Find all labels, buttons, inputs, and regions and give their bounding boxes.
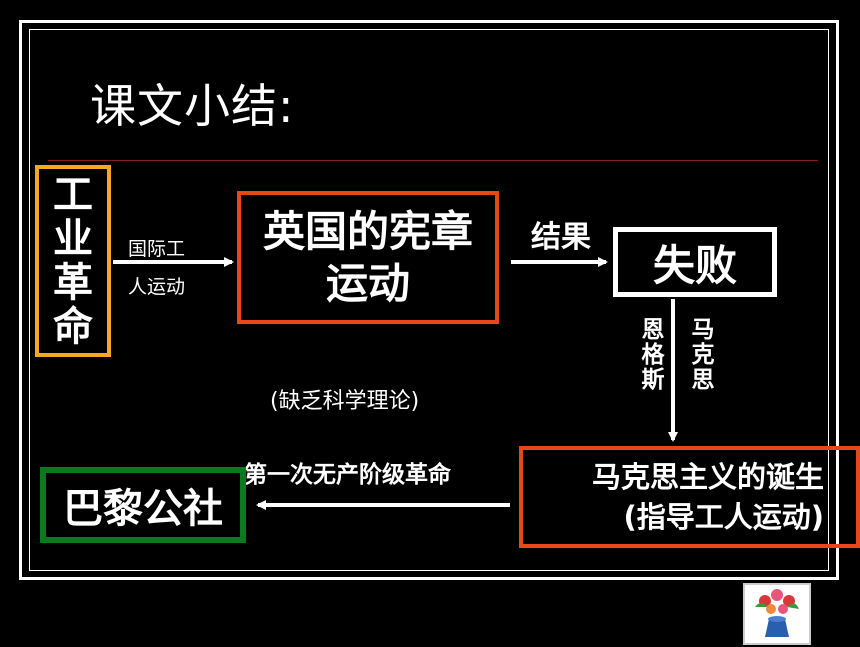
vertical-char: 斯	[641, 367, 665, 393]
node-line: 马克思主义的诞生	[591, 460, 824, 494]
edge-label-marx: 马 克 思	[690, 318, 716, 393]
vertical-char: 格	[641, 342, 665, 368]
title-divider	[48, 160, 818, 161]
node-char: 命	[53, 304, 93, 350]
inner-frame	[29, 29, 829, 571]
node-industrial-revolution: 工 业 革 命	[35, 165, 111, 357]
outer-frame	[19, 20, 839, 580]
node-char: 业	[53, 216, 93, 262]
vertical-char: 思	[691, 367, 715, 393]
node-char: 工	[53, 172, 93, 218]
vertical-char: 恩	[641, 317, 665, 343]
page-title: 课文小结:	[90, 79, 295, 133]
node-failure: 失败	[613, 227, 777, 297]
flower-vase-icon	[743, 583, 811, 645]
edge-label-intl-labor: 国际工 人运动	[128, 230, 185, 306]
node-line: (指导工人运动)	[623, 500, 824, 534]
vertical-char: 马	[691, 317, 715, 343]
vertical-char: 克	[691, 342, 715, 368]
node-char: 革	[53, 260, 93, 306]
node-paris-commune: 巴黎公社	[40, 467, 246, 543]
node-line: 运动	[325, 258, 410, 308]
edge-label-engels: 恩 格 斯	[640, 318, 666, 393]
node-line: 英国的宪章	[262, 206, 473, 256]
edge-label-first-revolution: 第一次无产阶级革命	[244, 462, 451, 488]
note-lack-of-theory: (缺乏科学理论)	[270, 389, 420, 414]
edge-label-line: 国际工	[128, 238, 186, 260]
edge-label-line: 人运动	[128, 276, 186, 298]
node-marxism: 马克思主义的诞生 (指导工人运动)	[519, 446, 860, 548]
node-chartist-movement: 英国的宪章 运动	[237, 191, 499, 324]
edge-label-result: 结果	[531, 220, 591, 255]
